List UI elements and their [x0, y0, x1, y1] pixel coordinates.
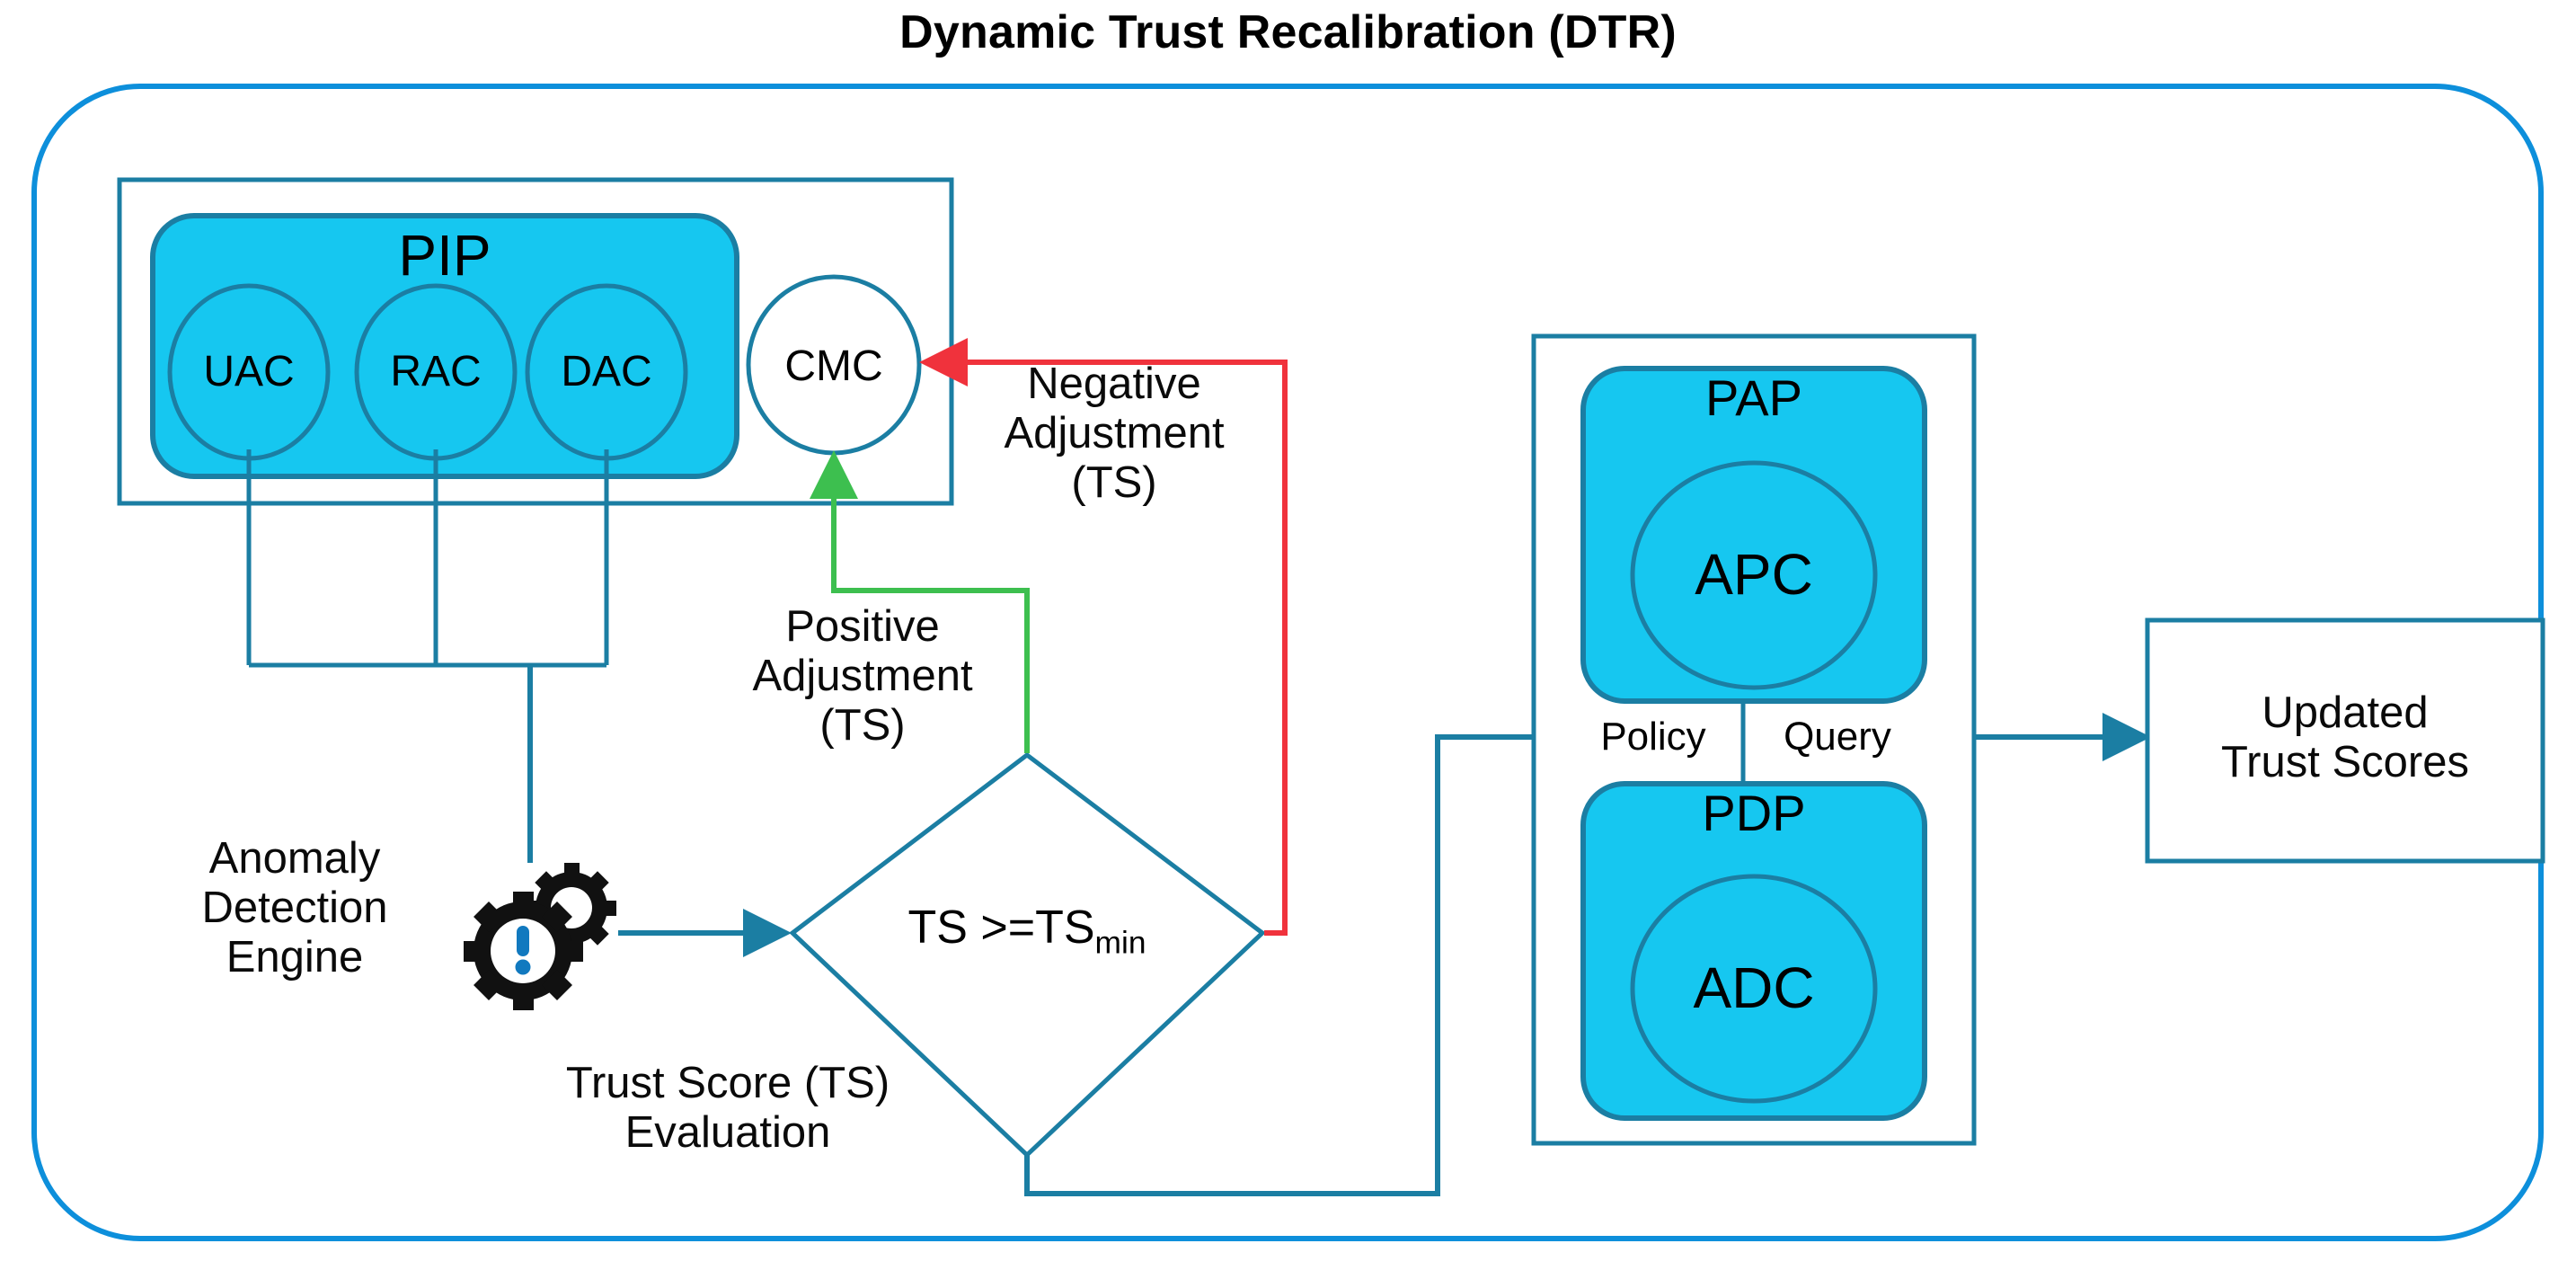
policy-link-label: Policy	[1600, 715, 1706, 759]
edge-negative-adjustment	[919, 338, 1288, 936]
edge-positive-adjustment	[810, 450, 1030, 753]
positive-adjustment-label: Positive Adjustment (TS)	[752, 602, 973, 750]
anomaly-engine-label: Anomaly Detection Engine	[201, 834, 388, 981]
pdp-title: PDP	[1702, 785, 1806, 841]
attribute-label-rac: RAC	[390, 348, 482, 395]
decision-caption: Trust Score (TS) Evaluation	[565, 1059, 890, 1157]
cmc-label: CMC	[784, 342, 883, 390]
apc-label: APC	[1695, 542, 1813, 607]
decision-expression: TS >=TSmin	[847, 901, 1207, 961]
apc-ellipse[interactable]	[1630, 460, 1878, 690]
attribute-label-dac: DAC	[561, 348, 652, 395]
adc-ellipse[interactable]	[1630, 874, 1878, 1104]
decision-expression-main: TS >=TS	[907, 902, 1095, 954]
gears-alert-icon	[449, 854, 629, 1034]
pip-title: PIP	[398, 223, 491, 288]
edge-decision-to-policy-group	[1024, 734, 1534, 1196]
output-label: Updated Trust Scores	[2221, 688, 2469, 786]
output-box[interactable]	[2145, 617, 2545, 864]
decision-expression-sub: min	[1094, 925, 1146, 961]
attribute-label-uac: UAC	[203, 348, 295, 395]
negative-adjustment-label: Negative Adjustment (TS)	[1004, 360, 1225, 507]
query-link-label: Query	[1784, 715, 1891, 759]
pap-title: PAP	[1705, 369, 1802, 426]
page-title: Dynamic Trust Recalibration (DTR)	[899, 6, 1677, 58]
adc-label: ADC	[1693, 955, 1815, 1020]
